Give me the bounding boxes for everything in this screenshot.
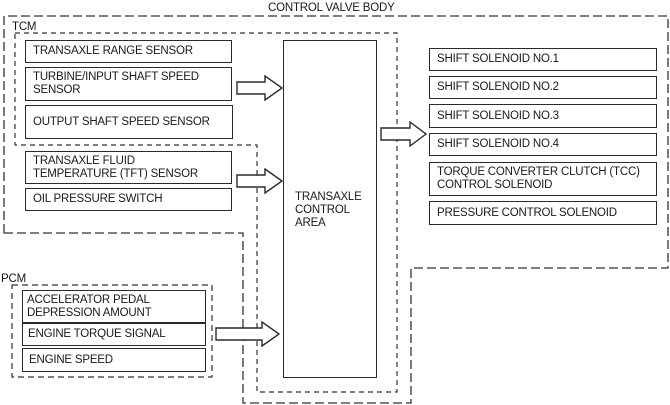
input-label: ENGINE TORQUE SIGNAL bbox=[28, 328, 166, 340]
input-label: OUTPUT SHAFT SPEED SENSOR bbox=[33, 115, 210, 128]
pcm-label: PCM bbox=[1, 273, 26, 285]
output-shift-solenoid-1: SHIFT SOLENOID NO.1 bbox=[429, 48, 657, 71]
arrow-icon bbox=[236, 167, 284, 195]
output-shift-solenoid-4: SHIFT SOLENOID NO.4 bbox=[429, 133, 657, 156]
input-label-line: TEMPERATURE (TFT) SENSOR bbox=[33, 167, 198, 180]
input-label-line: ACCELERATOR PEDAL bbox=[27, 293, 150, 306]
input-label-line: DEPRESSION AMOUNT bbox=[27, 306, 152, 319]
transaxle-control-area: TRANSAXLE CONTROL AREA bbox=[283, 40, 377, 378]
input-engine-torque-signal: ENGINE TORQUE SIGNAL bbox=[22, 323, 206, 346]
tcm-label: TCM bbox=[12, 21, 37, 33]
output-tcc-control-solenoid: TORQUE CONVERTER CLUTCH (TCC) CONTROL SO… bbox=[429, 162, 657, 196]
input-label: ENGINE SPEED bbox=[29, 353, 113, 366]
output-label: SHIFT SOLENOID NO.2 bbox=[437, 81, 559, 93]
output-label-line: TORQUE CONVERTER CLUTCH (TCC) bbox=[437, 166, 640, 178]
control-valve-body-label: CONTROL VALVE BODY bbox=[268, 2, 395, 14]
input-accelerator-pedal: ACCELERATOR PEDAL DEPRESSION AMOUNT bbox=[22, 290, 206, 323]
input-oil-pressure-switch: OIL PRESSURE SWITCH bbox=[25, 188, 232, 211]
output-label: TORQUE CONVERTER CLUTCH (TCC) CONTROL SO… bbox=[437, 166, 640, 192]
tcm-outline bbox=[14, 32, 398, 393]
pcm-outline bbox=[11, 284, 213, 378]
input-label: TRANSAXLE RANGE SENSOR bbox=[33, 45, 193, 57]
output-shift-solenoid-2: SHIFT SOLENOID NO.2 bbox=[429, 76, 657, 99]
input-label-line: TURBINE/INPUT SHAFT SPEED bbox=[33, 71, 199, 83]
output-label: SHIFT SOLENOID NO.3 bbox=[437, 109, 559, 122]
transaxle-control-area-label: TRANSAXLE CONTROL AREA bbox=[295, 191, 362, 229]
arrow-icon bbox=[236, 74, 284, 102]
input-label-line: TRANSAXLE FLUID bbox=[33, 154, 135, 167]
input-label: ACCELERATOR PEDAL DEPRESSION AMOUNT bbox=[27, 293, 152, 320]
arrow-icon bbox=[380, 120, 428, 148]
output-shift-solenoid-3: SHIFT SOLENOID NO.3 bbox=[429, 104, 657, 128]
input-engine-speed: ENGINE SPEED bbox=[22, 348, 206, 372]
input-turbine-input-shaft-speed-sensor: TURBINE/INPUT SHAFT SPEED SENSOR bbox=[25, 67, 232, 101]
input-label: TRANSAXLE FLUID TEMPERATURE (TFT) SENSOR bbox=[33, 155, 198, 181]
input-label-line: SENSOR bbox=[33, 84, 81, 96]
input-label: OIL PRESSURE SWITCH bbox=[33, 193, 163, 205]
output-label: SHIFT SOLENOID NO.4 bbox=[437, 138, 559, 150]
input-tft-sensor: TRANSAXLE FLUID TEMPERATURE (TFT) SENSOR bbox=[25, 151, 232, 184]
arrow-icon bbox=[215, 320, 281, 348]
input-transaxle-range-sensor: TRANSAXLE RANGE SENSOR bbox=[25, 40, 232, 63]
output-label-line: CONTROL SOLENOID bbox=[437, 179, 553, 191]
output-pressure-control-solenoid: PRESSURE CONTROL SOLENOID bbox=[429, 201, 657, 225]
output-label: PRESSURE CONTROL SOLENOID bbox=[437, 206, 617, 219]
input-label: TURBINE/INPUT SHAFT SPEED SENSOR bbox=[33, 71, 199, 97]
input-output-shaft-speed-sensor: OUTPUT SHAFT SPEED SENSOR bbox=[25, 105, 233, 139]
output-label: SHIFT SOLENOID NO.1 bbox=[437, 53, 559, 65]
